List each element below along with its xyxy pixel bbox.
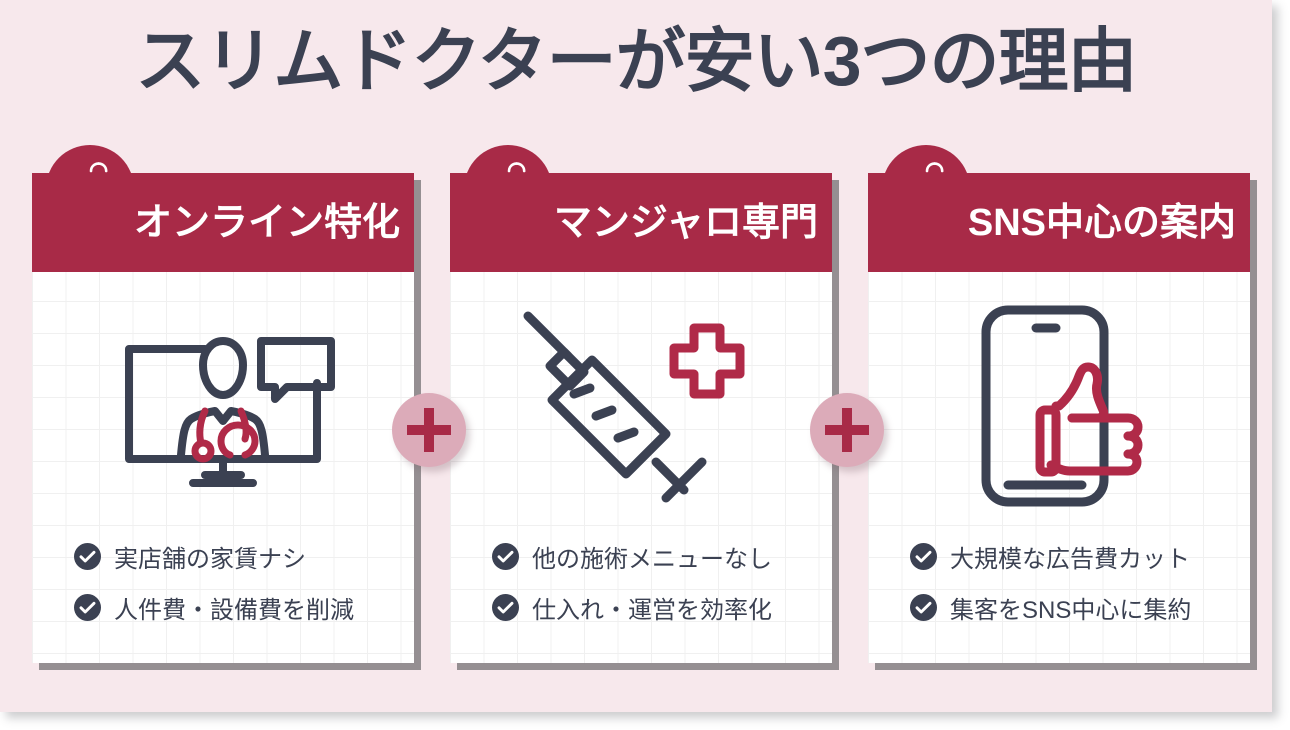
check-circle-icon: [74, 543, 101, 570]
card-1-header-label: オンライン特化: [133, 201, 400, 244]
list-item: 人件費・設備費を削減: [74, 590, 414, 625]
check-circle-icon: [492, 594, 519, 621]
list-item-label: 他の施術メニューなし: [532, 546, 772, 573]
plus-connector-2: [810, 393, 884, 467]
card-1-bullets: 実店舗の家賃ナシ 人件費・設備費を削減: [32, 539, 414, 641]
card-2-header-label: マンジャロ専門: [553, 201, 818, 244]
check-circle-icon: [492, 543, 519, 570]
card-3-bullets: 大規模な広告費カット 集客をSNS中心に集約: [868, 539, 1250, 641]
card-2-header: マンジャロ専門: [450, 173, 832, 272]
list-item-label: 実店舗の家賃ナシ: [114, 546, 306, 573]
reason-card-1[interactable]: オンライン特化: [32, 145, 414, 663]
check-circle-icon: [910, 594, 937, 621]
infographic-canvas: スリムドクターが安い3つの理由 オンライン特化: [0, 0, 1272, 712]
card-2-bullets: 他の施術メニューなし 仕入れ・運営を効率化: [450, 539, 832, 641]
online-doctor-monitor-icon: [32, 272, 414, 542]
list-item: 他の施術メニューなし: [492, 539, 832, 574]
list-item-label: 人件費・設備費を削減: [114, 597, 354, 624]
card-3-header: SNS中心の案内: [868, 173, 1250, 272]
check-circle-icon: [910, 543, 937, 570]
card-1-header: オンライン特化: [32, 173, 414, 272]
list-item-label: 集客をSNS中心に集約: [950, 597, 1192, 624]
check-circle-icon: [74, 594, 101, 621]
list-item: 集客をSNS中心に集約: [910, 590, 1250, 625]
reason-card-2[interactable]: マンジャロ専門: [450, 145, 832, 663]
list-item: 大規模な広告費カット: [910, 539, 1250, 574]
plus-icon: [825, 408, 869, 452]
list-item-label: 仕入れ・運営を効率化: [532, 597, 772, 624]
smartphone-thumbs-up-icon: [868, 272, 1250, 542]
syringe-medical-cross-icon: [450, 272, 832, 542]
list-item: 実店舗の家賃ナシ: [74, 539, 414, 574]
list-item: 仕入れ・運営を効率化: [492, 590, 832, 625]
plus-connector-1: [392, 393, 466, 467]
reason-card-3[interactable]: SNS中心の案内: [868, 145, 1250, 663]
list-item-label: 大規模な広告費カット: [950, 546, 1190, 573]
page-title: スリムドクターが安い3つの理由: [135, 22, 1137, 100]
reason-cards-container: オンライン特化: [32, 145, 1250, 663]
plus-icon: [407, 408, 451, 452]
card-3-header-label: SNS中心の案内: [967, 201, 1236, 244]
